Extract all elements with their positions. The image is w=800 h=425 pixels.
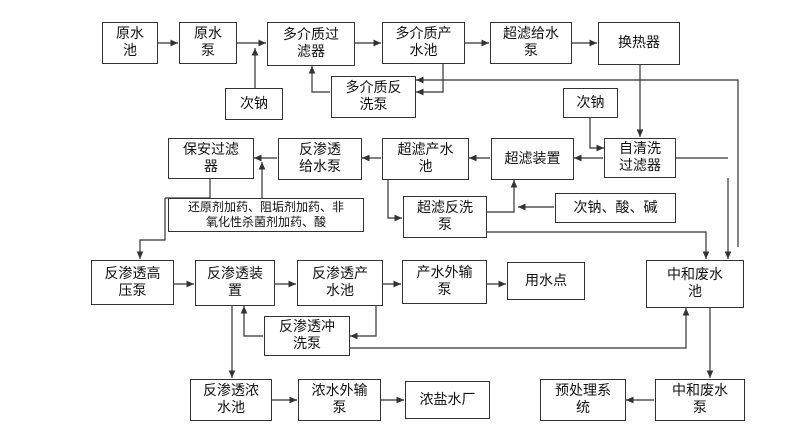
- node-pretreat-system: 预处理系 统: [540, 379, 626, 421]
- node-uf-device: 超滤装置: [491, 138, 574, 180]
- node-raw-pool: 原水 池: [102, 22, 158, 64]
- node-brine-plant: 浓盐水厂: [405, 381, 490, 419]
- node-conc-export-pump: 浓水外输 泵: [298, 379, 381, 421]
- node-ro-flush-pump: 反渗透冲 洗泵: [264, 316, 350, 356]
- node-chemicals: 次钠、酸、碱: [555, 193, 676, 223]
- arrow-mm-tank-to-backwash: [416, 64, 444, 96]
- node-concentrate-tank: 反渗透浓 水池: [190, 379, 272, 421]
- node-raw-pump: 原水 泵: [179, 22, 237, 64]
- arrow-ro-tank-to-flush: [350, 306, 377, 340]
- node-export-pump: 产水外输 泵: [402, 260, 487, 304]
- node-uf-tank: 超滤产水 池: [382, 138, 469, 180]
- node-dosing: 还原剂加药、阻垢剂加药、非 氧化性杀菌剂加药、酸: [168, 198, 364, 232]
- node-hypochlorite-1: 次钠: [225, 88, 283, 120]
- node-uf-backwash-pump: 超滤反洗 泵: [403, 196, 487, 238]
- node-self-clean-filter: 自清洗 过滤器: [604, 138, 676, 178]
- arrow-hypo2-to-self-clean: [589, 118, 604, 152]
- node-neutral-pump: 中和废水 泵: [655, 379, 745, 421]
- node-hypochlorite-2: 次钠: [563, 88, 618, 118]
- node-mm-backwash-pump: 多介质反 洗泵: [331, 76, 416, 118]
- arrow-backwash-to-mm-filter: [308, 66, 330, 93]
- arrow-flush-to-ro-device: [240, 306, 263, 337]
- arrow-flush-to-neutral: [350, 308, 690, 349]
- node-uf-feed-pump: 超滤给水 泵: [490, 22, 572, 64]
- node-neutral-tank: 中和废水 池: [646, 260, 744, 308]
- node-use-point: 用水点: [507, 262, 585, 300]
- node-mm-filter: 多介质过 滤器: [267, 22, 355, 66]
- arrow-uf-backwash-to-uf-device: [487, 180, 518, 213]
- arrow-uf-tank-to-uf-backwash: [387, 180, 402, 222]
- node-heat-exchanger: 换热器: [598, 22, 680, 65]
- node-mm-tank: 多介质产 水池: [382, 22, 465, 64]
- node-ro-feed-pump: 反渗透 给水泵: [278, 138, 362, 180]
- arrow-backwash-return: [416, 76, 739, 247]
- node-security-filter: 保安过滤 器: [168, 138, 254, 179]
- node-ro-device: 反渗透装 置: [195, 260, 275, 306]
- node-ro-hp-pump: 反渗透高 压泵: [91, 260, 174, 305]
- node-ro-tank: 反渗透产 水池: [297, 260, 383, 306]
- arrow-uf-backwash-to-neutral: [487, 231, 710, 259]
